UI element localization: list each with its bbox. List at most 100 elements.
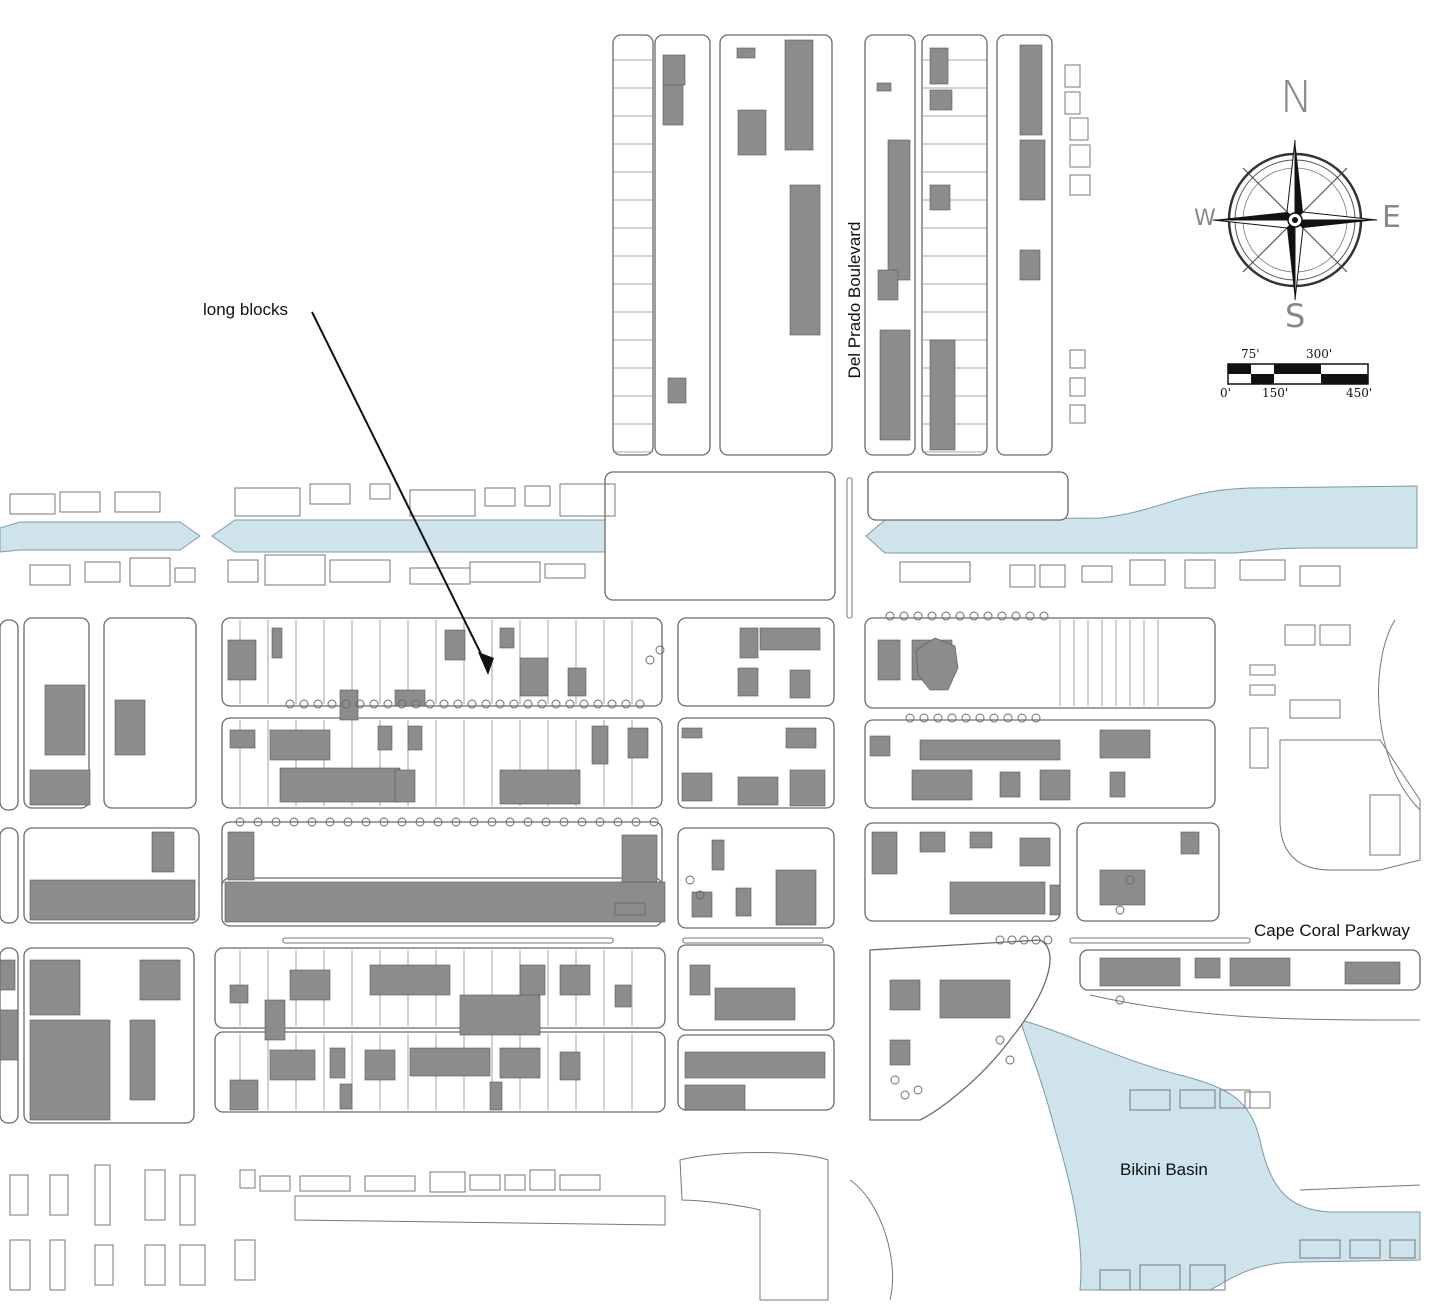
tree-icon: [383, 699, 393, 709]
tree-icon: [1115, 905, 1125, 915]
building-outline: [504, 1174, 526, 1191]
building-footprint: [887, 139, 911, 281]
building-footprint: [1099, 729, 1151, 759]
tree-icon: [1039, 611, 1049, 621]
building-outline: [1069, 117, 1089, 141]
building-outline: [1369, 794, 1401, 856]
city-block: [864, 617, 1216, 709]
building-footprint: [939, 979, 1011, 1019]
parcel-outline: [679, 1152, 829, 1301]
building-footprint: [271, 627, 283, 659]
building-footprint: [339, 689, 359, 721]
building-outline: [364, 1175, 416, 1192]
building-outline: [1099, 1269, 1131, 1291]
building-footprint: [621, 834, 658, 884]
tree-icon: [433, 817, 443, 827]
tree-icon: [467, 699, 477, 709]
building-footprint: [407, 725, 423, 751]
tree-icon: [235, 817, 245, 827]
del-prado-boulevard-label: Del Prado Boulevard: [845, 221, 864, 379]
tree-icon: [577, 817, 587, 827]
tree-icon: [613, 817, 623, 827]
building-footprint: [151, 831, 175, 873]
tree-icon: [341, 699, 351, 709]
building-footprint: [919, 739, 1061, 761]
building-outline: [9, 1174, 29, 1216]
compass-south: S: [1285, 297, 1306, 335]
building-outline: [1389, 1239, 1416, 1259]
building-outline: [1069, 174, 1091, 196]
tree-icon: [989, 713, 999, 723]
building-footprint: [1049, 884, 1061, 916]
building-footprint: [394, 689, 426, 707]
tree-icon: [451, 817, 461, 827]
building-footprint: [499, 1047, 541, 1079]
scale-label-0: 0': [1220, 386, 1231, 400]
tree-icon: [541, 817, 551, 827]
building-outline: [899, 561, 971, 583]
median: [1069, 937, 1251, 944]
tree-icon: [655, 645, 665, 655]
building-footprint: [0, 1009, 19, 1061]
building-footprint: [139, 959, 181, 1001]
building-outline: [129, 557, 171, 587]
building-footprint: [227, 831, 255, 881]
building-outline: [144, 1169, 166, 1221]
building-outline: [1299, 1239, 1341, 1259]
building-outline: [179, 1244, 206, 1286]
building-footprint: [394, 769, 416, 803]
building-outline: [234, 1239, 256, 1281]
tree-icon: [919, 713, 929, 723]
building-footprint: [999, 771, 1021, 798]
cape-coral-parkway-label: Cape Coral Parkway: [1254, 921, 1410, 940]
building-footprint: [1194, 957, 1221, 979]
building-footprint: [364, 1049, 396, 1081]
building-outline: [469, 561, 541, 583]
building-footprint: [775, 869, 817, 926]
building-footprint: [929, 47, 949, 85]
building-footprint: [1229, 957, 1291, 987]
bikini-basin-label: Bikini Basin: [1120, 1160, 1208, 1179]
long-blocks-arrow: [311, 311, 494, 675]
building-footprint: [29, 1019, 111, 1121]
tree-icon: [969, 611, 979, 621]
building-footprint: [1019, 44, 1043, 136]
building-footprint: [1344, 961, 1401, 985]
tree-icon: [1125, 875, 1135, 885]
building-outline: [1069, 404, 1086, 424]
tree-icon: [343, 817, 353, 827]
building-outline: [1349, 1239, 1381, 1259]
tree-icon: [621, 699, 631, 709]
tree-icon: [645, 655, 655, 665]
building-footprint: [1019, 837, 1051, 867]
building-footprint: [29, 959, 81, 1016]
tree-icon: [369, 699, 379, 709]
building-footprint: [684, 1084, 746, 1111]
building-footprint: [869, 735, 891, 757]
road-edge: [1299, 1184, 1421, 1191]
building-outline: [559, 483, 616, 517]
building-footprint: [1099, 869, 1146, 906]
building-footprint: [444, 629, 466, 661]
tree-icon: [481, 699, 491, 709]
building-footprint: [789, 669, 811, 699]
building-footprint: [877, 639, 901, 681]
parcel-outline: [294, 1195, 666, 1226]
compass-north: N: [1280, 72, 1313, 123]
tree-icon: [905, 713, 915, 723]
building-outline: [1219, 1089, 1251, 1109]
building-footprint: [1180, 831, 1200, 855]
compass-rose-icon: [1212, 139, 1378, 301]
building-footprint: [29, 879, 196, 921]
building-outline: [1069, 349, 1086, 369]
building-footprint: [911, 769, 973, 801]
building-outline: [1244, 1091, 1271, 1109]
tree-icon: [899, 611, 909, 621]
building-footprint: [369, 964, 451, 996]
tree-icon: [325, 817, 335, 827]
building-footprint: [269, 1049, 316, 1081]
building-outline: [529, 1169, 556, 1191]
tree-icon: [1031, 935, 1041, 945]
building-outline: [227, 559, 259, 583]
building-footprint: [114, 699, 146, 756]
